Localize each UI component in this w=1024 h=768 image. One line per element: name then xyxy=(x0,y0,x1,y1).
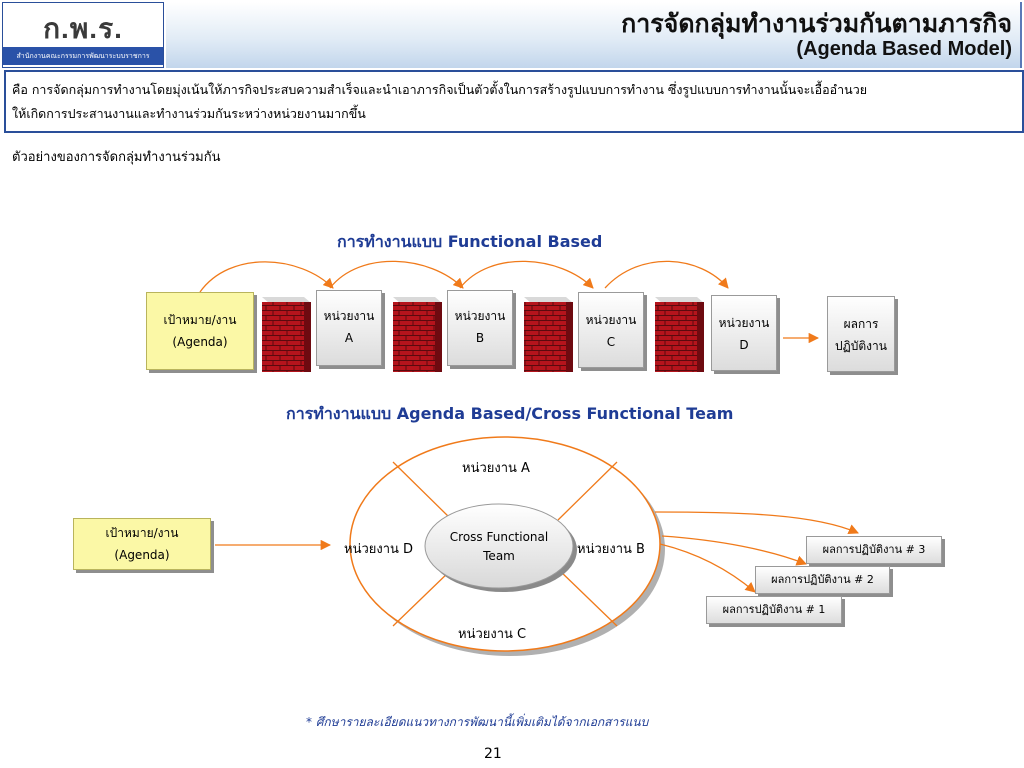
unit-a-label: หน่วยงาน xyxy=(323,309,375,323)
unit-c-letter: C xyxy=(606,335,616,349)
cross-unit-b-label: หน่วยงาน B xyxy=(577,542,645,557)
cross-unit-d-label: หน่วยงาน D xyxy=(344,542,414,557)
cross-unit-c-label: หน่วยงาน C xyxy=(458,627,527,642)
logo-subtext: สำนักงานคณะกรรมการพัฒนาระบบราชการ xyxy=(3,47,163,65)
curved-arrow-a-to-b xyxy=(329,260,464,289)
curved-arrow-agenda-to-a xyxy=(199,261,334,293)
agenda-line-1: เป้าหมาย/งาน xyxy=(163,313,237,327)
functional-unit-a-box: หน่วยงาน A xyxy=(316,290,382,366)
definition-box: คือ การจัดกลุ่มการทำงานโดยมุ่งเน้นให้ภาร… xyxy=(4,70,1024,133)
title-bar: การจัดกลุ่มทำงานร่วมกันตามภารกิจ (Agenda… xyxy=(166,2,1022,68)
result-line-1: ผลการ xyxy=(843,317,879,331)
result-box-1: ผลการปฏิบัติงาน # 1 xyxy=(706,596,842,624)
example-label: ตัวอย่างของการจัดกลุ่มทำงานร่วมกัน xyxy=(12,150,221,165)
curved-arrow-b-to-c xyxy=(459,260,594,289)
arrow-to-result-1 xyxy=(659,543,756,593)
agenda-line-2: (Agenda) xyxy=(172,335,228,349)
functional-unit-c-box: หน่วยงาน C xyxy=(578,292,644,368)
functional-based-title: การทำงานแบบ Functional Based xyxy=(337,232,603,251)
header: ก.พ.ร. สำนักงานคณะกรรมการพัฒนาระบบราชการ… xyxy=(0,0,1024,70)
slide-subtitle: (Agenda Based Model) xyxy=(796,38,1012,60)
cross-arrows xyxy=(215,511,859,593)
team-line-2: Team xyxy=(483,549,515,563)
result-box-2: ผลการปฏิบัติงาน # 2 xyxy=(755,566,890,594)
unit-d-letter: D xyxy=(739,338,749,352)
arrow-to-result-2 xyxy=(661,535,807,566)
cross-functional-ellipse xyxy=(349,436,665,656)
brick-wall-2 xyxy=(393,297,442,372)
opdc-logo: ก.พ.ร. สำนักงานคณะกรรมการพัฒนาระบบราชการ xyxy=(2,2,164,68)
unit-c-label: หน่วยงาน xyxy=(585,313,637,327)
team-line-1: Cross Functional xyxy=(449,530,549,544)
brick-wall-3 xyxy=(524,297,573,372)
definition-line-2: ให้เกิดการประสานงานและทำงานร่วมกันระหว่า… xyxy=(12,106,366,121)
cross-agenda-line-2: (Agenda) xyxy=(114,548,170,562)
functional-unit-b-box: หน่วยงาน B xyxy=(447,290,513,366)
page-number: 21 xyxy=(484,746,502,762)
unit-b-label: หน่วยงาน xyxy=(454,309,506,323)
functional-arrows xyxy=(199,260,820,344)
functional-unit-d-box: หน่วยงาน D xyxy=(711,295,777,371)
result-line-2: ปฏิบัติงาน xyxy=(835,339,887,353)
cross-agenda-box: เป้าหมาย/งาน (Agenda) xyxy=(73,518,211,570)
unit-b-letter: B xyxy=(475,331,485,345)
logo-text: ก.พ.ร. xyxy=(43,13,123,44)
curved-arrow-c-to-d xyxy=(604,260,729,289)
functional-result-box: ผลการ ปฏิบัติงาน xyxy=(827,296,895,372)
functional-agenda-box: เป้าหมาย/งาน (Agenda) xyxy=(146,292,254,370)
definition-line-1: คือ การจัดกลุ่มการทำงานโดยมุ่งเน้นให้ภาร… xyxy=(12,82,868,97)
cross-unit-a-label: หน่วยงาน A xyxy=(462,461,530,476)
footnote: * ศึกษารายละเอียดแนวทางการพัฒนานี้เพิ่มเ… xyxy=(306,715,649,729)
result-box-3: ผลการปฏิบัติงาน # 3 xyxy=(806,536,942,564)
unit-a-letter: A xyxy=(344,331,354,345)
slide-title: การจัดกลุ่มทำงานร่วมกันตามภารกิจ xyxy=(621,9,1012,38)
arrow-to-result-3 xyxy=(654,511,859,534)
brick-wall-1 xyxy=(262,297,311,372)
unit-d-label: หน่วยงาน xyxy=(718,316,770,330)
brick-wall-4 xyxy=(655,297,704,372)
cross-agenda-line-1: เป้าหมาย/งาน xyxy=(105,526,179,540)
brick-walls xyxy=(262,297,704,372)
cross-functional-team-label: Cross Functional Team xyxy=(425,528,573,566)
cross-functional-title: การทำงานแบบ Agenda Based/Cross Functiona… xyxy=(286,404,734,423)
